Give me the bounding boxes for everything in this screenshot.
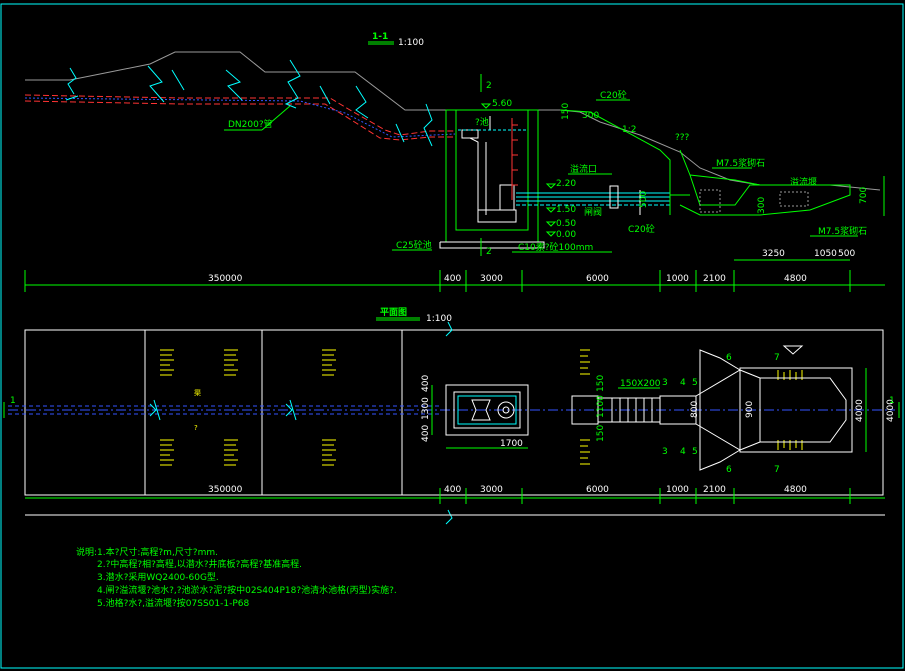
level-ruler (511, 118, 518, 200)
elev-050: 0.50 (556, 219, 576, 229)
plan-dim-400a: 400 (421, 375, 431, 392)
plan-well (445, 384, 529, 436)
plan-dim-800: 800 (690, 401, 700, 418)
label-small-2: 溢流口 (570, 163, 597, 175)
cut-mark-2-bottom: 2 (486, 247, 492, 257)
elev-000: 0.00 (556, 230, 576, 240)
plan-dim-4000b: 4000 (886, 399, 896, 422)
label-small-3: 闸阀 (584, 207, 602, 218)
dim-300b: 300 (757, 197, 767, 214)
notes: 说明: 1.本?尺寸:高程?m,尺寸?mm. 2.?中高程?相?高程,以潜水?井… (76, 546, 397, 609)
sec-dim-1050: 1050 (814, 249, 837, 259)
plan-mark-left-top: 渠 (194, 388, 201, 397)
sec-dim-400: 400 (444, 274, 461, 284)
plan-dim-1000: 1000 (666, 485, 689, 495)
dn200-pipe (24, 94, 456, 141)
pipe-label: DN200?管 (228, 118, 273, 130)
label-small-4: 溢流堰 (790, 176, 817, 188)
sec-dim-350000: 350000 (208, 274, 243, 284)
plan-title: 平面图 (380, 307, 407, 318)
sec-dim-500: 500 (838, 249, 855, 259)
plan-mark-7-top: 7 (774, 353, 780, 363)
dim-700: 700 (859, 187, 869, 204)
sec-dim-3250: 3250 (762, 249, 785, 259)
note-line-2: 2.?中高程?相?高程,以潜水?井底板?高程?基准高程. (97, 558, 302, 570)
label-m75-1: M7.5浆砌石 (716, 157, 765, 169)
plan-mark-5-top: 5 (692, 378, 698, 388)
notes-title: 说明: (76, 546, 97, 558)
plan-mark-5-bot: 5 (692, 447, 698, 457)
plan-dim-150a: 150 (596, 375, 606, 392)
plan-channel (571, 349, 853, 471)
plan-mark-6-top: 6 (726, 353, 732, 363)
plan-mark-4-bot: 4 (680, 447, 686, 457)
elev-220: 2.20 (556, 179, 576, 189)
plan-break-marks (149, 321, 453, 525)
plan-dim-line (25, 488, 885, 516)
label-small-1: ?池 (475, 116, 489, 128)
plan-dim-6000: 6000 (586, 485, 609, 495)
label-c10: C10素?砼100mm (518, 241, 593, 253)
plan-dim-150b: 150 (596, 425, 606, 442)
label-c20-bottom: C20砼 (628, 223, 655, 235)
section-scale: 1:100 (398, 38, 424, 48)
cut-mark-2-top: 2 (486, 81, 492, 91)
plan-dim-350000: 350000 (208, 485, 243, 495)
plan-mark-6-bot: 6 (726, 465, 732, 475)
break-marks (65, 59, 433, 147)
sec-dim-4800: 4800 (784, 274, 807, 284)
section-dim-line (24, 259, 885, 292)
slope-label: 1:2 (622, 125, 636, 135)
note-line-4: 4.闸?溢流堰?池水?,?池淤水?泥?按中02S404P18?池清水池格(丙型)… (97, 584, 397, 596)
plan-view: 平面图 1:100 渠 ? (3, 307, 900, 525)
plan-scale: 1:100 (426, 314, 452, 324)
plan-mark-3-bot: 3 (662, 447, 668, 457)
elev-560: 5.60 (492, 99, 512, 109)
section-view: 1-1 1:100 DN200?管 (24, 32, 885, 292)
plan-dim-4800: 4800 (784, 485, 807, 495)
plan-dim-3000: 3000 (480, 485, 503, 495)
sec-dim-6000: 6000 (586, 274, 609, 284)
plan-dim-1700: 1700 (500, 439, 523, 449)
plan-mark-4-top: 4 (680, 378, 686, 388)
sec-dim-2100: 2100 (703, 274, 726, 284)
label-m75-2: M7.5浆砌石 (818, 225, 867, 237)
qmarks-label: ??? (675, 133, 690, 143)
note-line-3: 3.潜水?采用WQ2400-60G型. (97, 571, 219, 583)
plan-dim-1300: 1300 (421, 397, 431, 420)
flow-arrow-icon (782, 345, 804, 355)
drawing-frame (0, 3, 904, 669)
plan-mark-3-top: 3 (662, 378, 668, 388)
plan-dim-1100: 1100 (596, 395, 606, 418)
plan-dim-4000a: 4000 (855, 399, 865, 422)
label-c20-top: C20砼 (600, 89, 627, 101)
plan-dim-150x200: 150X200 (620, 379, 661, 389)
note-line-1: 1.本?尺寸:高程?m,尺寸?mm. (97, 546, 218, 558)
plan-boundary (24, 329, 884, 496)
plan-dim-400b: 400 (421, 425, 431, 442)
plan-dim-400: 400 (444, 485, 461, 495)
pump-well (439, 109, 545, 249)
dim-300a: 300 (582, 111, 599, 121)
section-title: 1-1 (372, 32, 388, 42)
outlet-structure (559, 109, 851, 216)
plan-mark-1-left: 1 (10, 396, 16, 406)
sec-dim-3000: 3000 (480, 274, 503, 284)
label-c25: C25砼池 (396, 239, 432, 251)
outlet-channel (516, 185, 670, 215)
plan-mark-7-bot: 7 (774, 465, 780, 475)
dim-150a: 150 (561, 103, 571, 120)
elev-150: 1.50 (556, 205, 576, 215)
dim-500: 500 (639, 191, 649, 208)
plan-dim-900: 900 (745, 401, 755, 418)
plan-mark-left-bot: ? (194, 424, 198, 432)
note-line-5: 5.池格?水?,溢流堰?按07SS01-1-P68 (97, 597, 249, 609)
plan-dim-2100: 2100 (703, 485, 726, 495)
slope-ticks (160, 349, 803, 466)
plan-mark-1-right: 1 (889, 396, 895, 406)
sec-dim-1000: 1000 (666, 274, 689, 284)
